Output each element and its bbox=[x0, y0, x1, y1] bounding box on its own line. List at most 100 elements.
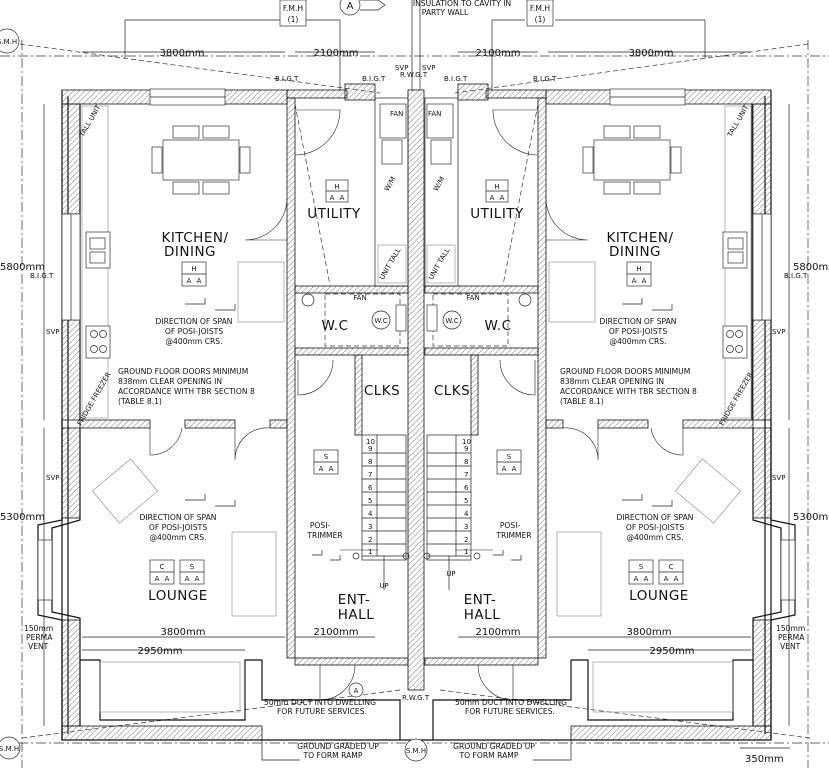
svg-text:@400mm CRS.: @400mm CRS. bbox=[609, 337, 666, 346]
svg-text:A: A bbox=[644, 575, 649, 583]
fmh-left-label: F.M.H bbox=[283, 4, 303, 13]
svg-text:4: 4 bbox=[464, 510, 469, 518]
detector-heat-kitchen-left: H A A bbox=[181, 261, 207, 287]
section-marker-bottom: A bbox=[348, 682, 364, 698]
external-walls bbox=[37, 83, 796, 741]
sanitary bbox=[301, 103, 532, 347]
svg-text:S: S bbox=[324, 453, 329, 461]
svg-text:(TABLE 8.1): (TABLE 8.1) bbox=[560, 397, 604, 406]
svg-text:A: A bbox=[632, 277, 637, 285]
detector-smoke-hall-left: S A A bbox=[313, 449, 339, 475]
svg-text:ACCORDANCE WITH TBR SECTION 8: ACCORDANCE WITH TBR SECTION 8 bbox=[118, 387, 255, 396]
utility-dash-lines bbox=[294, 103, 539, 286]
svg-text:S: S bbox=[507, 453, 512, 461]
svg-text:A: A bbox=[664, 575, 669, 583]
svg-text:VENT: VENT bbox=[780, 642, 801, 651]
room-lounge-right: LOUNGE bbox=[629, 588, 689, 604]
dimension-lines bbox=[43, 51, 790, 749]
svg-text:A: A bbox=[195, 575, 200, 583]
fan-label-wc-right: FAN bbox=[466, 294, 479, 302]
svg-text:5: 5 bbox=[464, 497, 468, 505]
svg-text:S: S bbox=[190, 563, 195, 571]
svg-text:GROUND GRADED UP: GROUND GRADED UP bbox=[297, 742, 379, 751]
room-ent-hall-right-line-2: HALL bbox=[464, 607, 500, 623]
svg-text:9: 9 bbox=[464, 445, 468, 453]
bigt-label-right-side: B.I.G.T bbox=[784, 272, 808, 280]
svg-text:PERMA: PERMA bbox=[26, 633, 53, 642]
smh-top-marker: S.M.H bbox=[0, 28, 20, 54]
svg-text:OF POSI-JOISTS: OF POSI-JOISTS bbox=[626, 523, 684, 532]
bigt-label-top-right: B.I.G.T bbox=[533, 75, 557, 83]
bigt-label-left-side: B.I.G.T bbox=[30, 272, 54, 280]
smh-bottom-centre-label: S.M.H bbox=[406, 747, 426, 755]
room-wc-left: W.C bbox=[321, 318, 348, 334]
internal-walls bbox=[79, 97, 754, 666]
windows bbox=[37, 88, 796, 601]
svg-text:POSI-: POSI- bbox=[310, 521, 331, 530]
bigt-label-top-centre-right: B.I.G.T bbox=[444, 75, 468, 83]
svg-text:5: 5 bbox=[368, 497, 372, 505]
svg-text:A: A bbox=[674, 575, 679, 583]
staircase-left bbox=[352, 434, 410, 590]
room-kitchen-left-line-1: KITCHEN/ bbox=[161, 230, 228, 246]
wc-pan-label-left: W.C bbox=[374, 317, 387, 325]
dim-utility-width-right: 2100mm bbox=[476, 48, 521, 59]
staircase-right bbox=[423, 434, 481, 590]
kitchen-fittings-right bbox=[548, 105, 752, 419]
svg-text:10: 10 bbox=[462, 438, 471, 446]
svg-text:A: A bbox=[340, 194, 345, 202]
room-kitchen-right-line-2: DINING bbox=[609, 244, 661, 260]
room-wc-right: W.C bbox=[484, 318, 511, 334]
fridge-freezer-label-right: FRIDGE FREEZER bbox=[718, 371, 755, 427]
svg-text:1: 1 bbox=[464, 548, 468, 556]
svg-text:FOR FUTURE SERVICES.: FOR FUTURE SERVICES. bbox=[465, 707, 555, 716]
svg-text:TO FORM RAMP: TO FORM RAMP bbox=[303, 751, 363, 760]
smh-bottom-left-label: S.M.H bbox=[0, 745, 19, 753]
doors bbox=[149, 109, 684, 701]
fmh-right-label: F.M.H bbox=[530, 4, 550, 13]
room-kitchen-right-line-1: KITCHEN/ bbox=[606, 230, 673, 246]
svg-text:A: A bbox=[330, 194, 335, 202]
svg-text:DIRECTION OF SPAN: DIRECTION OF SPAN bbox=[140, 513, 217, 522]
svg-text:(TABLE 8.1): (TABLE 8.1) bbox=[118, 397, 162, 406]
tall-unit-label-left: TALL UNIT bbox=[77, 103, 102, 139]
bigt-label-top-left: B.I.G.T bbox=[275, 75, 299, 83]
duct-note-left: 50mm DUCT INTO DWELLING FOR FUTURE SERVI… bbox=[264, 698, 376, 716]
dim-bay-width-right: 2950mm bbox=[650, 646, 695, 657]
fmh-left-marker: F.M.H (1) bbox=[279, 0, 307, 27]
svg-text:150mm: 150mm bbox=[776, 624, 805, 633]
detector-heat-kitchen-right: H A A bbox=[626, 261, 652, 287]
svg-text:A: A bbox=[500, 194, 505, 202]
svg-text:OF POSI-JOISTS: OF POSI-JOISTS bbox=[165, 327, 223, 336]
svg-text:8: 8 bbox=[464, 458, 468, 466]
span-note-kitchen-right: DIRECTION OF SPAN OF POSI-JOISTS @400mm … bbox=[600, 317, 677, 346]
dim-hall-width-right: 2100mm bbox=[476, 627, 521, 638]
span-note-lounge-right: DIRECTION OF SPAN OF POSI-JOISTS @400mm … bbox=[617, 513, 694, 542]
svg-text:4: 4 bbox=[368, 510, 373, 518]
svg-text:H: H bbox=[191, 265, 196, 273]
svg-text:H: H bbox=[636, 265, 641, 273]
svg-text:OF POSI-JOISTS: OF POSI-JOISTS bbox=[609, 327, 667, 336]
room-ent-hall-left-line-2: HALL bbox=[338, 607, 374, 623]
fmh-left-number: (1) bbox=[288, 15, 299, 24]
svg-text:OF POSI-JOISTS: OF POSI-JOISTS bbox=[149, 523, 207, 532]
svg-text:A: A bbox=[187, 277, 192, 285]
ramp-note-left: GROUND GRADED UP TO FORM RAMP bbox=[297, 742, 379, 760]
svg-text:150mm: 150mm bbox=[24, 624, 53, 633]
svg-text:3: 3 bbox=[368, 523, 372, 531]
svg-text:6: 6 bbox=[464, 484, 469, 492]
svg-text:A: A bbox=[155, 575, 160, 583]
kitchen-fittings-left bbox=[81, 105, 285, 419]
svg-text:838mm CLEAR OPENING IN: 838mm CLEAR OPENING IN bbox=[118, 377, 222, 386]
ramp-note-right: GROUND GRADED UP TO FORM RAMP bbox=[453, 742, 535, 760]
stair-up-label-left: UP bbox=[379, 582, 388, 590]
svg-text:A: A bbox=[634, 575, 639, 583]
svp-label-left: SVP bbox=[395, 64, 408, 72]
svg-text:A: A bbox=[642, 277, 647, 285]
fmh-right-number: (1) bbox=[535, 15, 546, 24]
svp-label-right: SVP bbox=[422, 64, 435, 72]
svg-text:@400mm CRS.: @400mm CRS. bbox=[165, 337, 222, 346]
dim-bay-width-left: 2950mm bbox=[138, 646, 183, 657]
tall-unit-label-right: TALL UNIT bbox=[725, 103, 750, 139]
